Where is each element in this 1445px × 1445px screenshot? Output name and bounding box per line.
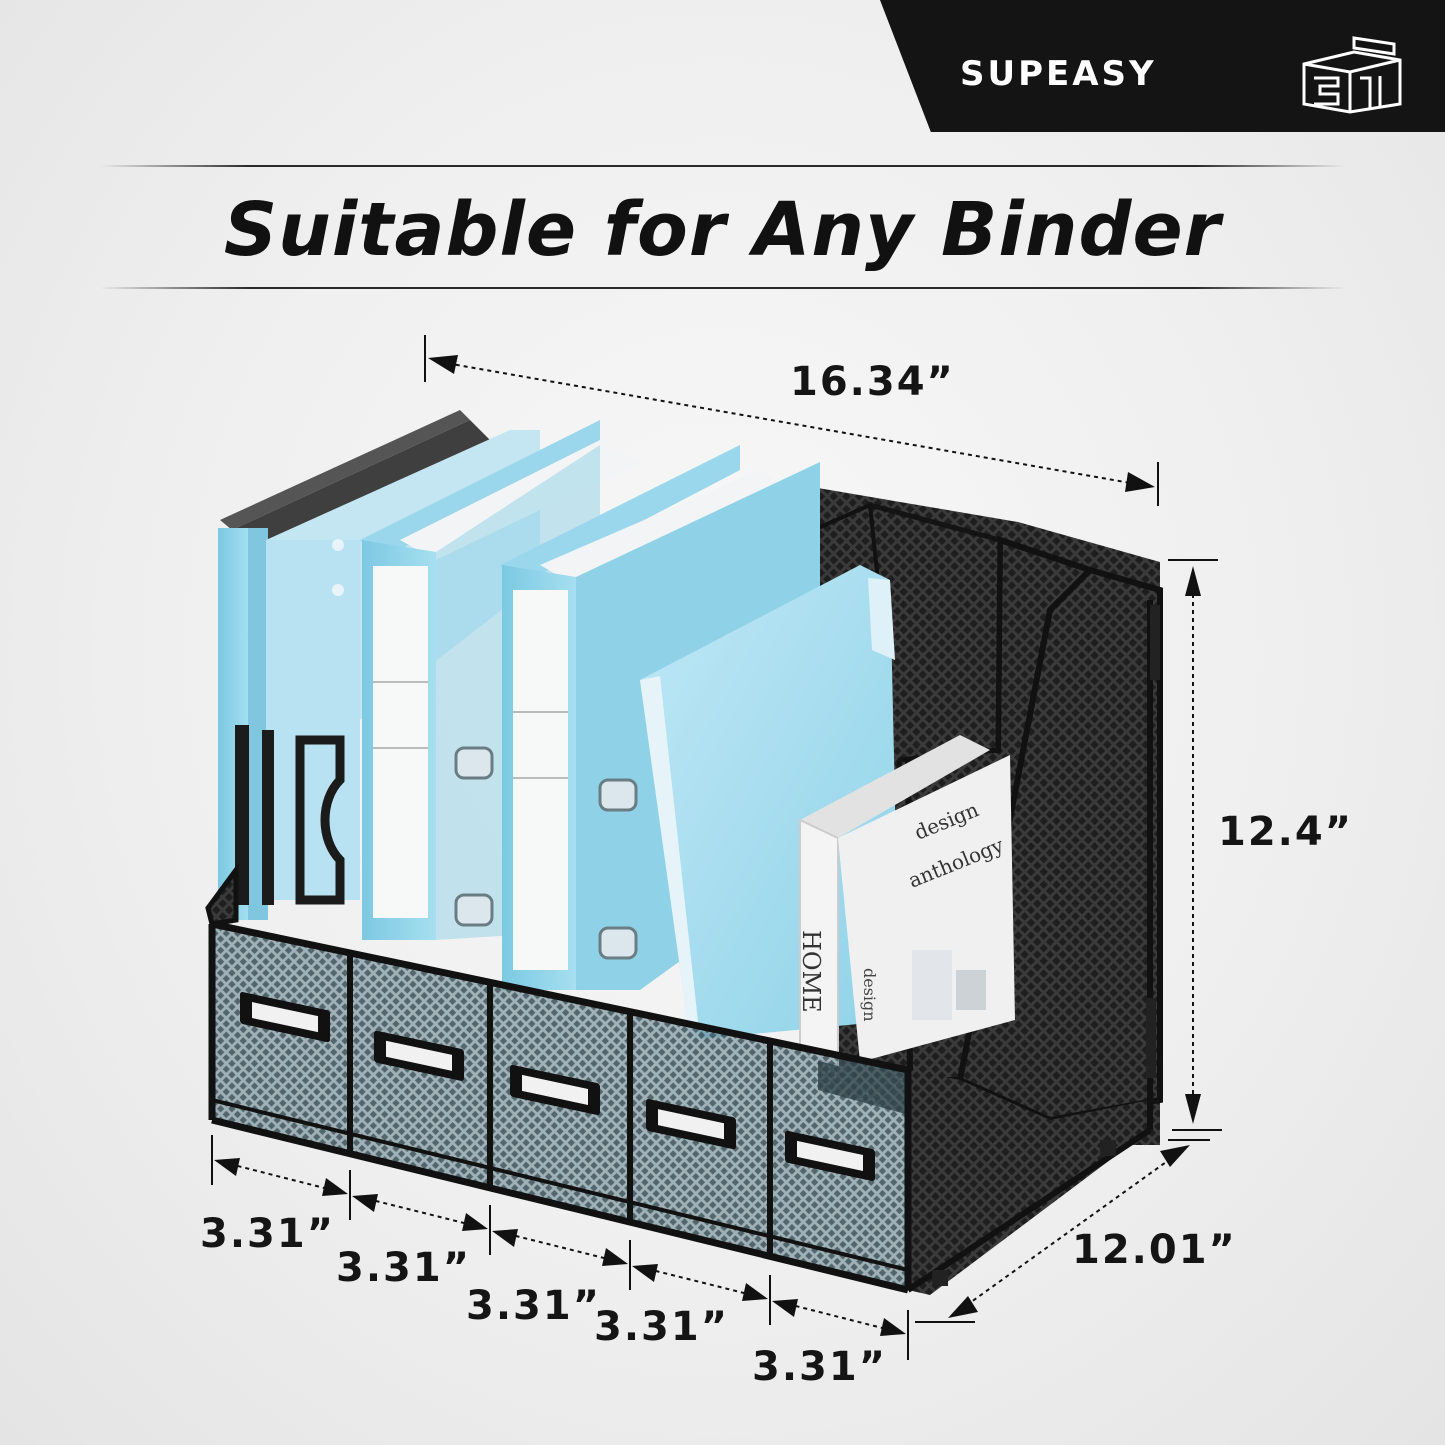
compartment-width-label-3: 3.31” [466,1283,601,1329]
design-books: design anthology HOME design [797,735,1015,1067]
dimension-lines [211,335,1222,1360]
label-holders [240,992,875,1182]
book-second-title: design [860,968,879,1022]
height-dimension-label: 12.4” [1218,809,1353,855]
depth-dimension-label: 12.01” [1072,1227,1237,1273]
compartment-width-label-5: 3.31” [752,1344,887,1390]
compartment-width-label-1: 3.31” [200,1211,335,1257]
compartment-width-label-2: 3.31” [336,1245,471,1291]
width-dimension-label: 16.34” [790,359,955,405]
cube-logo-icon [1302,36,1402,114]
book-spine-text: HOME [797,930,825,1013]
brand-name: SUPEASY [960,54,1157,94]
compartment-width-label-4: 3.31” [594,1304,729,1350]
page-title: Suitable for Any Binder [223,187,1222,273]
bottom-divider [100,287,1345,289]
top-divider [100,165,1345,167]
